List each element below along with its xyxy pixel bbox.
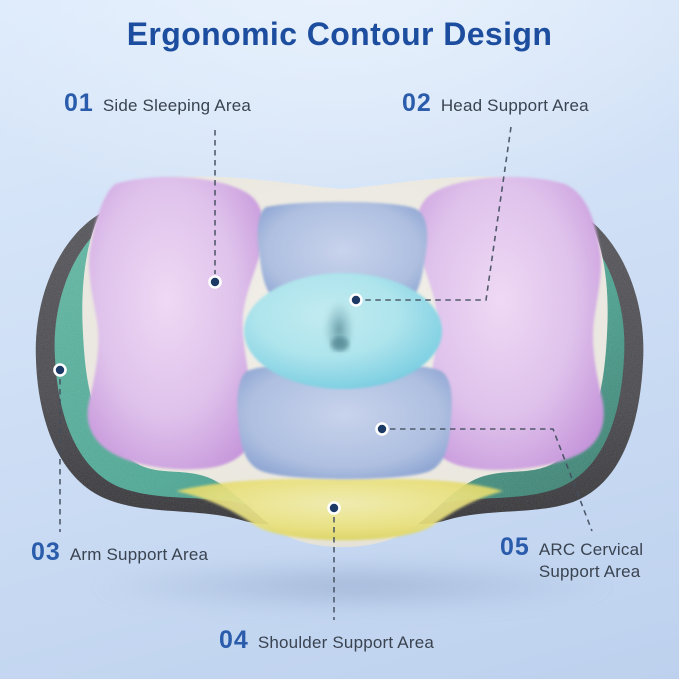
callout-number: 04	[219, 626, 249, 654]
callout-number: 01	[64, 89, 94, 117]
callout-label: Shoulder Support Area	[257, 633, 435, 652]
callout-number: 05	[500, 533, 530, 561]
ground-shadow	[90, 559, 614, 613]
dot-marker-icon-02	[349, 293, 363, 307]
callout-number: 02	[402, 89, 432, 117]
callout-line-02	[364, 126, 512, 301]
callout-label: Side Sleeping Area	[102, 96, 252, 115]
callout-number: 03	[31, 538, 61, 566]
callout-shoulder-support-area: 04 Shoulder Support Area	[219, 626, 434, 655]
callout-arc-cervical-support-area: 05 ARC Cervical Support Area	[500, 533, 655, 583]
callout-label: Arm Support Area	[69, 545, 209, 564]
callout-head-support-area: 02 Head Support Area	[402, 89, 589, 118]
side-sleeping-area-left	[87, 176, 264, 470]
dot-marker-icon-04	[327, 501, 341, 515]
callout-arm-support-area: 03 Arm Support Area	[31, 538, 208, 567]
callout-side-sleeping-area: 01 Side Sleeping Area	[64, 89, 251, 118]
callout-label: ARC Cervical Support Area	[538, 540, 644, 582]
dot-marker-icon-05	[375, 422, 389, 436]
page-title: Ergonomic Contour Design	[126, 16, 553, 52]
dot-marker-icon-01	[208, 275, 222, 289]
neck-support-lower-blue-area	[237, 362, 452, 480]
dot-marker-icon-03	[53, 363, 67, 377]
callout-line-05	[390, 428, 593, 532]
callout-label: Head Support Area	[440, 96, 589, 115]
side-sleeping-area-right	[416, 176, 604, 470]
head-cradle-dimple-hole	[331, 337, 349, 351]
